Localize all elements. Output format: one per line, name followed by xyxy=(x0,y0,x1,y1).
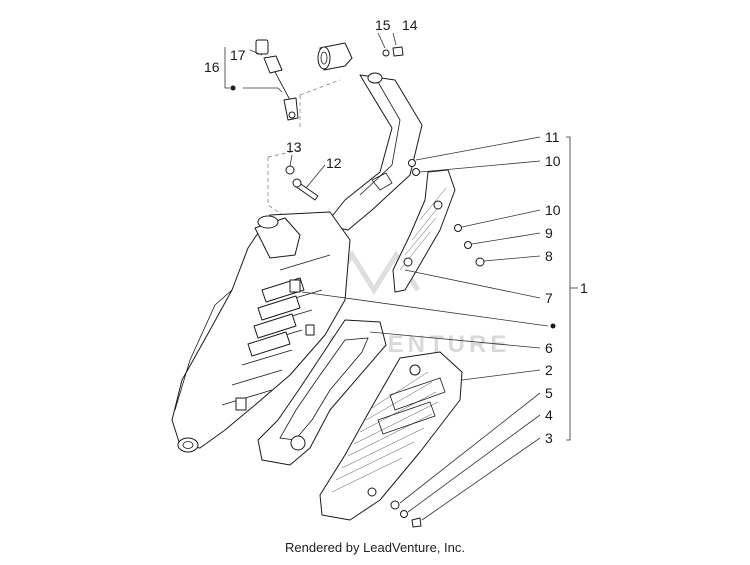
bolt-8[interactable] xyxy=(475,257,485,267)
muffler-body[interactable] xyxy=(171,211,351,453)
callout-17: 17 xyxy=(230,47,246,63)
reference-dot-16 xyxy=(230,85,236,91)
exhaust-flange[interactable] xyxy=(317,42,353,71)
callout-10-upper: 10 xyxy=(545,153,561,169)
reference-dot xyxy=(550,323,556,329)
callout-5: 5 xyxy=(545,385,553,401)
callout-9: 9 xyxy=(545,225,553,241)
callout-12: 12 xyxy=(326,155,342,171)
fasteners-3-4-5[interactable] xyxy=(390,500,422,528)
callout-10-lower: 10 xyxy=(545,202,561,218)
callout-13: 13 xyxy=(286,139,302,155)
washers-10-11[interactable] xyxy=(408,159,462,232)
callout-1: 1 xyxy=(580,280,588,296)
bolt-12[interactable] xyxy=(292,178,319,201)
callout-11: 11 xyxy=(545,129,560,145)
pipe-heat-shield[interactable] xyxy=(392,169,456,293)
callout-2: 2 xyxy=(545,362,553,378)
callout-4: 4 xyxy=(545,407,553,423)
callout-3: 3 xyxy=(545,430,553,446)
callout-15: 15 xyxy=(375,17,391,33)
oxygen-sensor[interactable] xyxy=(255,39,299,121)
callout-labels: 15 14 17 16 13 12 11 10 10 9 8 7 1 6 2 5… xyxy=(204,17,588,446)
callout-6: 6 xyxy=(545,340,553,356)
callout-16: 16 xyxy=(204,59,220,75)
callout-8: 8 xyxy=(545,248,553,264)
callout-7: 7 xyxy=(545,290,553,306)
gasket-plate[interactable] xyxy=(257,319,387,466)
washer-9[interactable] xyxy=(464,241,472,249)
leader-lines xyxy=(224,32,578,521)
washer-15[interactable] xyxy=(382,49,390,57)
assembly-dashed-lines xyxy=(267,79,341,221)
heat-shield-guard[interactable] xyxy=(319,351,463,521)
exhaust-header-pipe[interactable] xyxy=(324,72,423,231)
footer-credit: Rendered by LeadVenture, Inc. xyxy=(285,540,465,555)
washer-13[interactable] xyxy=(285,165,295,175)
clamp-nut-14[interactable] xyxy=(392,46,404,57)
callout-14: 14 xyxy=(402,17,418,33)
